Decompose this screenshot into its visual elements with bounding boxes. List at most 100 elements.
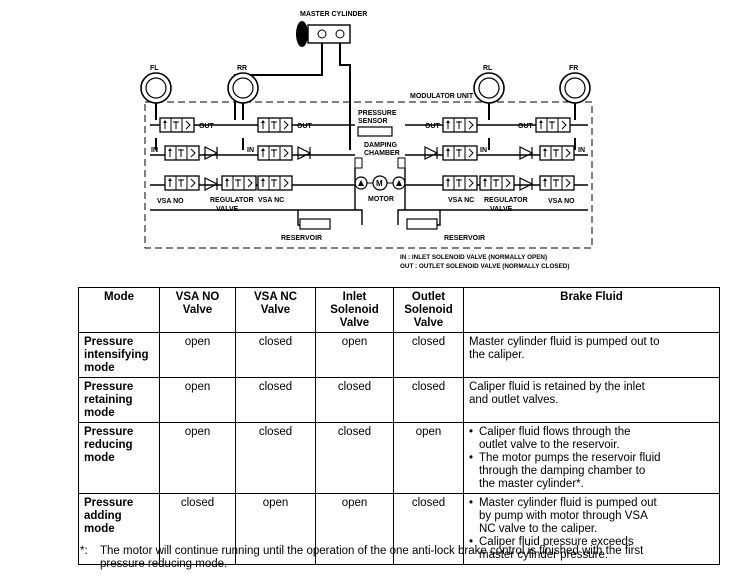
legend-in: IN : INLET SOLENOID VALVE (NORMALLY OPEN… — [400, 254, 547, 261]
label-out-fl: OUT — [199, 123, 215, 130]
svg-text:RL: RL — [483, 65, 493, 72]
vsa-nc-cell: closed — [235, 332, 316, 378]
check-valve-fr — [519, 146, 533, 160]
valve-out-fr — [535, 117, 571, 133]
reservoir-right: RESERVOIR — [406, 218, 485, 242]
wheel-fl: FL — [140, 65, 172, 104]
motor-label: MOTOR — [368, 196, 394, 203]
wheel-rr: RR — [227, 65, 259, 104]
check-valve-vsa-no-left — [204, 177, 218, 191]
valve-vsa-nc-right — [442, 175, 478, 191]
valve-in-rl — [442, 145, 478, 161]
outlet-cell: closed — [393, 377, 464, 423]
svg-text:SENSOR: SENSOR — [358, 118, 388, 125]
valve-in-fr — [539, 145, 575, 161]
modulator-unit-label: MODULATOR UNIT — [410, 93, 474, 100]
pressure-sensor: PRESSURE SENSOR — [357, 110, 397, 137]
valve-out-rr — [257, 117, 293, 133]
legend-out: OUT : OUTLET SOLENOID VALVE (NORMALLY CL… — [400, 263, 569, 270]
label-in-fr: IN — [578, 147, 585, 154]
label-vsa-no-left: VSA NO — [157, 198, 184, 205]
label-in-fl: IN — [151, 147, 158, 154]
vsa-nc-cell: closed — [235, 422, 316, 494]
valve-regulator-right — [479, 175, 515, 191]
svg-text:RESERVOIR: RESERVOIR — [444, 235, 485, 242]
damping-chamber-label-2: CHAMBER — [364, 150, 400, 157]
hydraulic-circuit-diagram: MASTER CYLINDER MODULATOR UNIT FL RR RL … — [140, 11, 593, 270]
label-in-rl: IN — [480, 147, 487, 154]
label-regulator-right-2: VALVE — [490, 206, 513, 213]
svg-text:RR: RR — [237, 65, 247, 72]
valve-in-fl — [164, 145, 200, 161]
master-cylinder-label: MASTER CYLINDER — [300, 11, 367, 18]
vsa-no-cell: open — [159, 422, 236, 494]
footnote-mark: *: — [80, 545, 88, 557]
check-valve-rl — [424, 146, 438, 160]
footnote-text: The motor will continue running until th… — [100, 545, 644, 570]
header-mode: Mode — [78, 287, 160, 333]
motor-pump-assembly: M MOTOR — [354, 157, 406, 225]
label-out-rl: OUT — [425, 123, 441, 130]
master-cylinder: MASTER CYLINDER — [296, 11, 367, 47]
svg-text:RESERVOIR: RESERVOIR — [281, 235, 322, 242]
svg-text:FL: FL — [150, 65, 159, 72]
valve-in-rr — [257, 145, 293, 161]
valve-out-fl — [159, 117, 195, 133]
valve-regulator-left — [221, 175, 257, 191]
svg-text:FR: FR — [569, 65, 578, 72]
valve-vsa-no-right — [539, 175, 575, 191]
label-vsa-nc-left: VSA NC — [258, 197, 284, 204]
check-valve-vsa-no-right — [519, 177, 533, 191]
label-out-fr: OUT — [518, 123, 534, 130]
label-regulator-right-1: REGULATOR — [484, 197, 528, 204]
label-regulator-left-2: VALVE — [216, 206, 239, 213]
label-out-rr: OUT — [297, 123, 313, 130]
inlet-cell: closed — [315, 377, 394, 423]
vsa-nc-cell: open — [235, 493, 316, 565]
header-brake-fluid: Brake Fluid — [463, 287, 720, 333]
valve-out-rl — [442, 117, 478, 133]
label-vsa-no-right: VSA NO — [548, 198, 575, 205]
check-valve-rr — [297, 146, 311, 160]
valve-vsa-no-left — [164, 175, 200, 191]
motor-symbol: M — [376, 179, 383, 188]
wheel-fr: FR — [559, 65, 591, 104]
modulator-unit-outline — [144, 101, 593, 249]
damping-chamber-label-1: DAMPING — [364, 142, 398, 149]
check-valve-fl — [204, 146, 218, 160]
outlet-cell: open — [393, 422, 464, 494]
valve-vsa-nc-left — [257, 175, 293, 191]
inlet-cell: closed — [315, 422, 394, 494]
vsa-no-cell: closed — [159, 493, 236, 565]
svg-text:PRESSURE: PRESSURE — [358, 110, 397, 117]
label-vsa-nc-right: VSA NC — [448, 197, 474, 204]
label-in-rr: IN — [247, 147, 254, 154]
wheel-rl: RL — [473, 65, 505, 104]
label-regulator-left-1: REGULATOR — [210, 197, 254, 204]
vsa-no-cell: open — [159, 332, 236, 378]
outlet-cell: closed — [393, 332, 464, 378]
vsa-no-cell: open — [159, 377, 236, 423]
reservoir-left: RESERVOIR — [281, 218, 331, 242]
inlet-cell: open — [315, 493, 394, 565]
